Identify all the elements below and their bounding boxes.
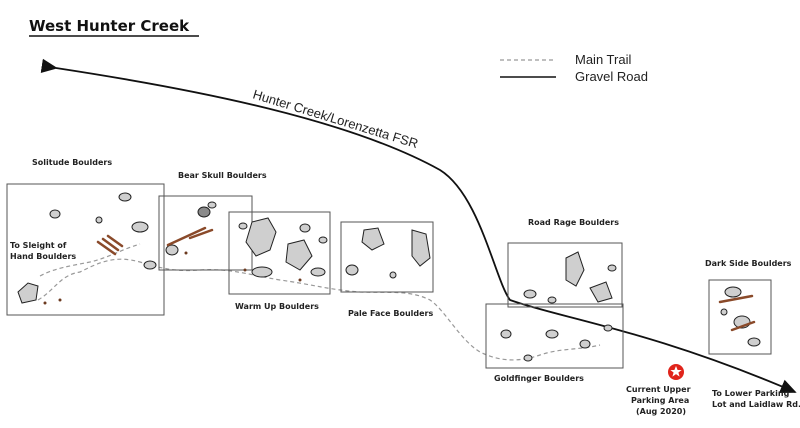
warm-up-label: Warm Up Boulders (235, 302, 319, 311)
area-bear-skull: Bear Skull Boulders (158, 171, 267, 271)
sleight-line1: To Sleight of (10, 241, 67, 250)
bear-skull-label: Bear Skull Boulders (178, 171, 267, 180)
solitude-box (6, 183, 165, 316)
road-rage-box (507, 242, 623, 308)
area-solitude: Solitude Boulders (6, 158, 165, 316)
area-pale-face: Pale Face Boulders (340, 221, 434, 318)
map-title: West Hunter Creek (29, 17, 190, 35)
trail-spur (39, 243, 141, 277)
area-warm-up: Warm Up Boulders (228, 211, 331, 311)
road-label: Hunter Creek/Lorenzetta FSR (251, 87, 420, 152)
parking-marker: Current Upper Parking Area (Aug 2020) (626, 364, 691, 416)
area-road-rage: Road Rage Boulders (507, 218, 623, 308)
star-icon (670, 366, 682, 377)
parking-line2: Parking Area (631, 396, 689, 405)
lower-line2: Lot and Laidlaw Rd. (712, 400, 800, 409)
dark-side-box (708, 279, 772, 355)
area-dark-side: Dark Side Boulders (705, 259, 792, 355)
parking-line1: Current Upper (626, 385, 691, 394)
main-trail (37, 258, 601, 361)
lower-line1: To Lower Parking (712, 389, 790, 398)
pale-face-label: Pale Face Boulders (348, 309, 433, 318)
legend-main-trail: Main Trail (575, 52, 631, 67)
direction-lower-parking: To Lower Parking Lot and Laidlaw Rd. (712, 389, 800, 409)
dark-side-label: Dark Side Boulders (705, 259, 792, 268)
legend: Main Trail Gravel Road (500, 52, 648, 84)
gravel-road (40, 58, 797, 393)
solitude-label: Solitude Boulders (32, 158, 112, 167)
sleight-line2: Hand Boulders (10, 252, 76, 261)
warm-up-box (228, 211, 331, 295)
goldfinger-box (485, 303, 624, 369)
goldfinger-label: Goldfinger Boulders (494, 374, 584, 383)
road-rage-label: Road Rage Boulders (528, 218, 619, 227)
parking-line3: (Aug 2020) (636, 407, 686, 416)
pale-face-box (340, 221, 434, 293)
area-goldfinger: Goldfinger Boulders (485, 303, 624, 383)
direction-sleight: To Sleight of Hand Boulders (10, 241, 76, 261)
legend-gravel-road: Gravel Road (575, 69, 648, 84)
